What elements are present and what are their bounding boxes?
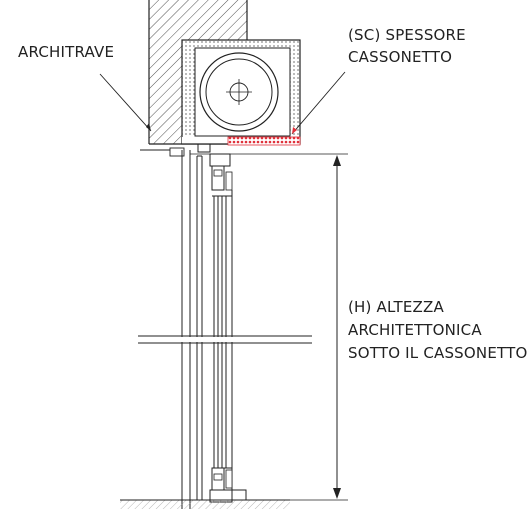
- architrave-label: ARCHITRAVE: [18, 43, 115, 61]
- height-dimension: [190, 153, 348, 501]
- shutter-box: [169, 39, 301, 157]
- height-label-line2: ARCHITETTONICA: [348, 321, 482, 339]
- box-thickness-label-line2: CASSONETTO: [348, 48, 453, 66]
- break-line: [138, 335, 312, 344]
- floor: [120, 499, 290, 509]
- window-frame: [181, 150, 247, 509]
- leader-lines: [99, 71, 346, 135]
- height-label-line1: (H) ALTEZZA: [348, 298, 444, 316]
- lintel-wall: [140, 0, 248, 151]
- height-label-line3: SOTTO IL CASSONETTO: [348, 344, 528, 362]
- box-thickness-label-line1: (SC) SPESSORE: [348, 26, 466, 44]
- box-thickness-highlight: [227, 136, 301, 146]
